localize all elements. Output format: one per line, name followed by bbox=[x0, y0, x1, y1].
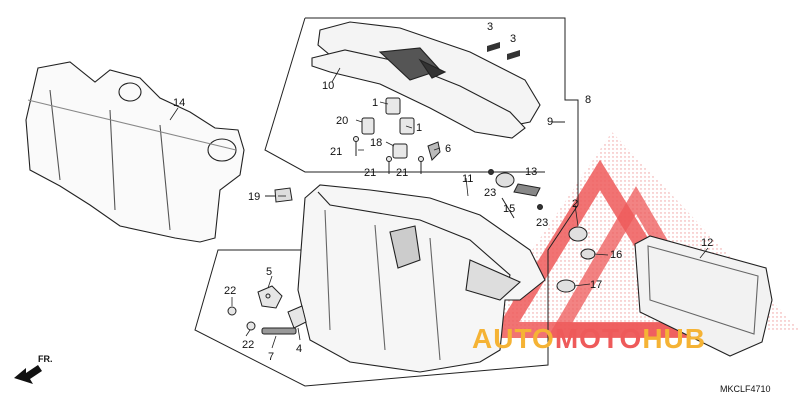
part-number-21c: 21 bbox=[396, 167, 408, 179]
part-number-9: 9 bbox=[547, 116, 553, 128]
part-number-13: 13 bbox=[525, 166, 537, 178]
part-number-1a: 1 bbox=[372, 97, 378, 109]
part-number-labels: 3 3 8 9 10 1 20 1 18 6 21 21 21 14 19 11… bbox=[173, 21, 713, 363]
part-number-6: 6 bbox=[445, 143, 451, 155]
part-number-10: 10 bbox=[322, 80, 334, 92]
watermark-text: AUTOMOTOHUB bbox=[472, 323, 706, 354]
part-number-4: 4 bbox=[296, 343, 302, 355]
seal-and-bumper-parts bbox=[488, 169, 596, 293]
part-number-23a: 23 bbox=[484, 187, 496, 199]
part-number-3b: 3 bbox=[510, 33, 516, 45]
side-panel-part bbox=[25, 61, 245, 243]
part-number-23b: 23 bbox=[536, 217, 548, 229]
latch-parts bbox=[227, 285, 307, 335]
part-number-14: 14 bbox=[173, 97, 185, 109]
part-number-11: 11 bbox=[462, 173, 473, 185]
part-number-2: 2 bbox=[572, 198, 578, 210]
part-number-20: 20 bbox=[336, 115, 348, 127]
part-number-18: 18 bbox=[370, 137, 382, 149]
part-number-8: 8 bbox=[585, 94, 591, 106]
reflector-part bbox=[634, 235, 773, 357]
bracket-part bbox=[265, 187, 293, 203]
part-number-12: 12 bbox=[701, 237, 713, 249]
decal-parts bbox=[487, 42, 520, 60]
part-number-5: 5 bbox=[266, 266, 272, 278]
part-number-22b: 22 bbox=[242, 339, 254, 351]
leader-lines bbox=[169, 67, 709, 349]
part-number-19: 19 bbox=[248, 191, 260, 203]
arrow-front-icon: FR. bbox=[14, 354, 53, 384]
watermark-text-part1: AUTOMOTOHUB bbox=[472, 323, 706, 354]
part-number-22a: 22 bbox=[224, 285, 236, 297]
assembly-outline bbox=[194, 17, 579, 387]
part-number-21a: 21 bbox=[330, 146, 342, 158]
case-body-part bbox=[297, 184, 546, 373]
front-indicator-label: FR. bbox=[38, 354, 53, 364]
lid-part bbox=[311, 21, 541, 139]
part-number-3a: 3 bbox=[487, 21, 493, 33]
part-number-7: 7 bbox=[268, 351, 274, 363]
diagram-code: MKCLF4710 bbox=[720, 384, 771, 394]
small-hardware-parts bbox=[353, 97, 441, 174]
part-number-1b: 1 bbox=[416, 122, 422, 134]
part-number-15: 15 bbox=[503, 203, 515, 215]
part-number-17: 17 bbox=[590, 279, 602, 291]
part-number-21b: 21 bbox=[364, 167, 376, 179]
part-number-16: 16 bbox=[610, 249, 622, 261]
